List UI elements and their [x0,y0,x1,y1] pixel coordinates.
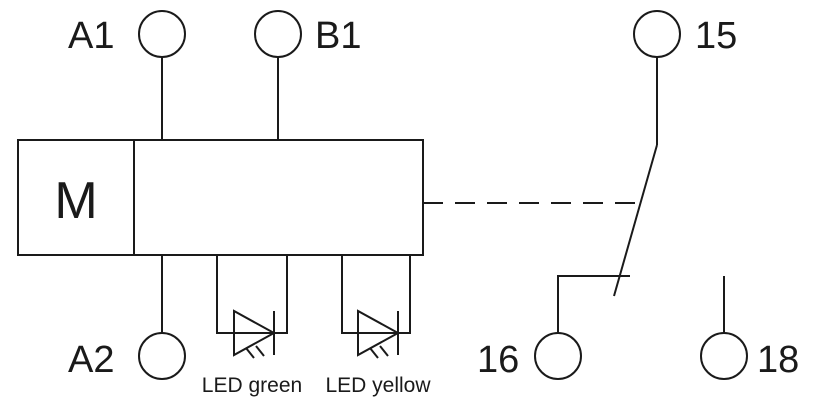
terminal-a1-label: A1 [68,15,114,57]
relay-module [17,139,424,256]
terminal-a1 [138,10,186,140]
led-yellow-ray-2 [379,345,389,357]
terminal-a2-label: A2 [68,339,114,381]
module-label: M [54,172,97,230]
wire-16 [557,275,630,333]
terminal-b1-label: B1 [315,15,361,57]
led-yellow-diode-triangle [357,309,401,357]
terminal-16 [534,275,630,380]
terminal-15 [613,10,681,297]
terminal-a2 [138,255,186,380]
terminal-18 [700,276,748,380]
led-green-label: LED green [202,374,302,397]
terminal-16-label: 16 [477,339,519,381]
led-green-ray-1 [245,347,255,359]
terminal-16-circle [534,332,582,380]
led-green-diode-triangle [233,309,277,357]
terminal-18-circle [700,332,748,380]
module-body [17,139,424,256]
terminal-15-label: 15 [695,15,737,57]
terminal-a1-circle [138,10,186,58]
led-green-ray-2 [255,345,265,357]
terminal-b1 [254,10,302,140]
terminal-15-circle [633,10,681,58]
led-yellow-label: LED yellow [325,374,431,397]
terminal-18-label: 18 [757,339,799,381]
switch-blade [613,144,658,297]
led-green [216,255,288,359]
terminal-b1-circle [254,10,302,58]
terminal-a2-circle [138,332,186,380]
led-yellow-loop [341,255,411,334]
led-yellow [341,255,411,359]
led-yellow-ray-1 [369,347,379,359]
led-green-loop [216,255,288,334]
